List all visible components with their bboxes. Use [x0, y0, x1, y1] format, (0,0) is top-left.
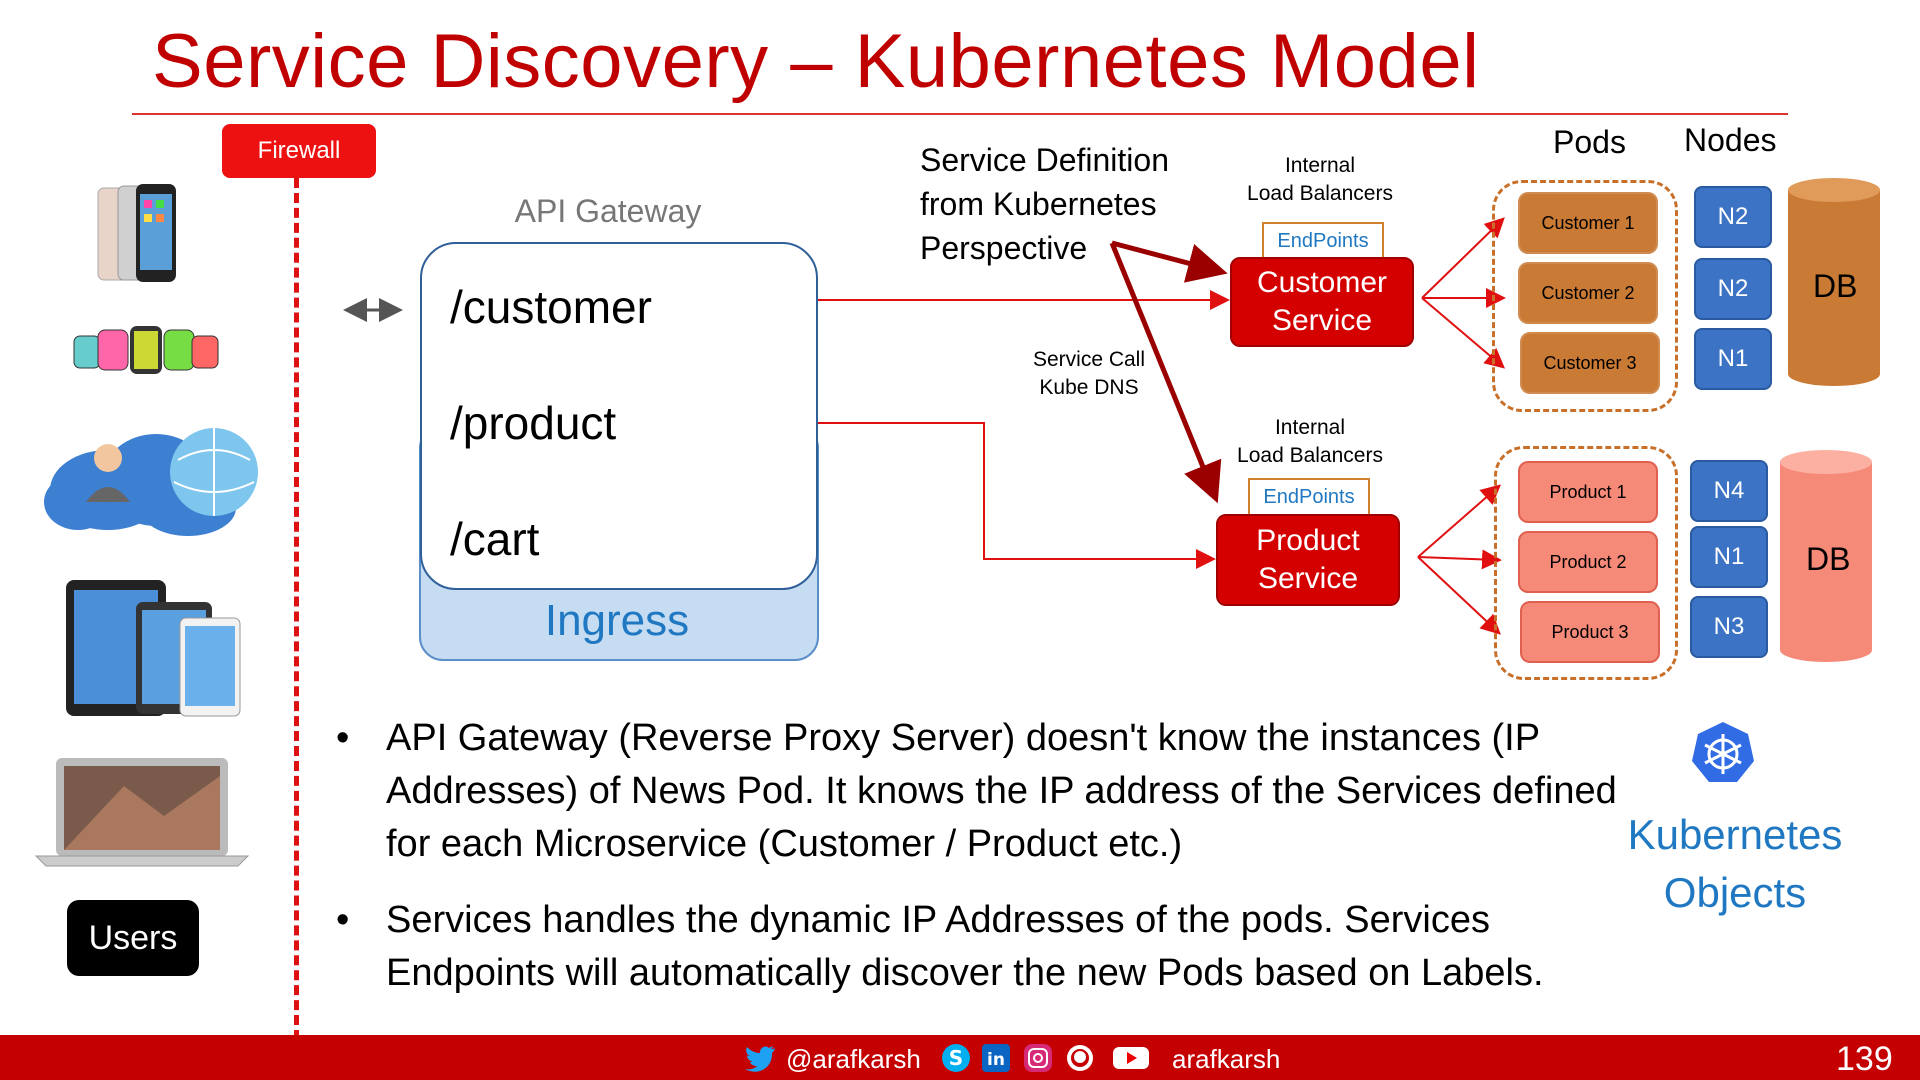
laptop-icon — [34, 756, 250, 873]
product-service-line2: Service — [1257, 562, 1359, 595]
route-customer: /customer — [450, 281, 652, 333]
product-lb-text: Load Balancers — [1237, 444, 1383, 467]
customer-service-line1: Customer — [1256, 266, 1388, 299]
pods-header: Pods — [1553, 124, 1626, 160]
product-service-box: Product Service — [1216, 514, 1400, 606]
product-db-cylinder — [1780, 450, 1872, 662]
youtube-icon[interactable] — [1112, 1043, 1150, 1073]
customer-lb-text: Load Balancers — [1247, 182, 1393, 205]
slide-title: Service Discovery – Kubernetes Model — [152, 19, 1480, 104]
product-node-1: N4 — [1690, 460, 1768, 522]
svg-text:S: S — [949, 1046, 963, 1070]
route-product: /product — [450, 397, 617, 449]
customer-node-1: N2 — [1694, 186, 1772, 248]
customer-node-3: N1 — [1694, 328, 1772, 390]
kubernetes-line2: Objects — [1663, 869, 1807, 916]
product-pod-3: Product 3 — [1520, 601, 1660, 663]
svg-text:in: in — [987, 1050, 1005, 1070]
product-route-arrow — [739, 413, 1216, 569]
product-fanout-3 — [1417, 556, 1501, 635]
product-pods-group — [1494, 446, 1678, 680]
kubernetes-objects-label: Kubernetes Objects — [1600, 806, 1870, 922]
product-fanout-2 — [1417, 549, 1502, 570]
customer-fanout-3 — [1421, 297, 1506, 369]
page-number: 139 — [1836, 1040, 1893, 1078]
ingress-label: Ingress — [544, 596, 690, 645]
svc-def-to-product-arrow — [1109, 242, 1222, 504]
route-cart: /cart — [450, 513, 540, 565]
customer-internal-lb-label: Internal Load Balancers — [1228, 152, 1412, 208]
firewall-line — [294, 178, 299, 1040]
product-internal-lb-label: Internal Load Balancers — [1218, 414, 1402, 470]
product-internal-text: Internal — [1274, 416, 1346, 439]
smartphone-icon — [96, 182, 180, 291]
nodes-header: Nodes — [1684, 122, 1777, 158]
cloud-user-icon — [38, 420, 264, 547]
product-pod-2: Product 2 — [1518, 531, 1658, 593]
service-call-text: Service Call — [1032, 348, 1146, 371]
customer-pod-2: Customer 2 — [1518, 262, 1658, 324]
tablet-icon — [64, 578, 242, 723]
service-call-label: Service Call Kube DNS — [1014, 346, 1164, 402]
linkedin-icon[interactable]: in — [980, 1043, 1012, 1073]
kube-dns-text: Kube DNS — [1039, 376, 1139, 399]
skype-icon[interactable]: S — [940, 1043, 972, 1073]
smartwatch-icon — [68, 318, 224, 395]
customer-fanout-1 — [1421, 217, 1505, 299]
github-icon[interactable] — [1064, 1043, 1096, 1073]
customer-internal-text: Internal — [1284, 154, 1356, 177]
customer-service-box: Customer Service — [1230, 257, 1414, 347]
customer-pods-group — [1492, 180, 1678, 412]
product-endpoints: EndPoints — [1248, 478, 1370, 516]
twitter-icon[interactable] — [744, 1043, 776, 1073]
kubernetes-line1: Kubernetes — [1627, 811, 1843, 858]
product-fanout-1 — [1417, 484, 1502, 558]
customer-db-cylinder — [1788, 178, 1880, 386]
instagram-icon[interactable] — [1022, 1043, 1054, 1073]
customer-service-line2: Service — [1271, 304, 1373, 337]
users-label: Users — [67, 900, 199, 976]
customer-db-label: DB — [1813, 268, 1858, 304]
bullet-item: API Gateway (Reverse Proxy Server) doesn… — [336, 712, 1636, 871]
product-db-label: DB — [1806, 541, 1851, 577]
kubernetes-logo-icon — [1690, 720, 1756, 791]
customer-pod-1: Customer 1 — [1518, 192, 1658, 254]
customer-pod-3: Customer 3 — [1520, 332, 1660, 394]
firewall-label: Firewall — [222, 124, 376, 178]
title-divider — [132, 113, 1788, 115]
bullet-list: API Gateway (Reverse Proxy Server) doesn… — [336, 712, 1636, 1023]
api-gateway-label: API Gateway — [514, 193, 702, 229]
bullet-item: Services handles the dynamic IP Addresse… — [336, 894, 1636, 1000]
product-service-line1: Product — [1256, 524, 1360, 557]
footer-handle-left: @arafkarsh — [786, 1044, 921, 1074]
footer-handle-right: arafkarsh — [1172, 1044, 1281, 1074]
product-pod-1: Product 1 — [1518, 461, 1658, 523]
customer-endpoints: EndPoints — [1262, 222, 1384, 260]
service-definition-text: Service Definition from Kubernetes Persp… — [920, 142, 1169, 266]
customer-node-2: N2 — [1694, 258, 1772, 320]
product-node-3: N3 — [1690, 596, 1768, 658]
product-node-2: N1 — [1690, 526, 1768, 588]
svc-def-to-customer-arrow — [1111, 240, 1228, 283]
api-gateway-box — [420, 242, 818, 590]
